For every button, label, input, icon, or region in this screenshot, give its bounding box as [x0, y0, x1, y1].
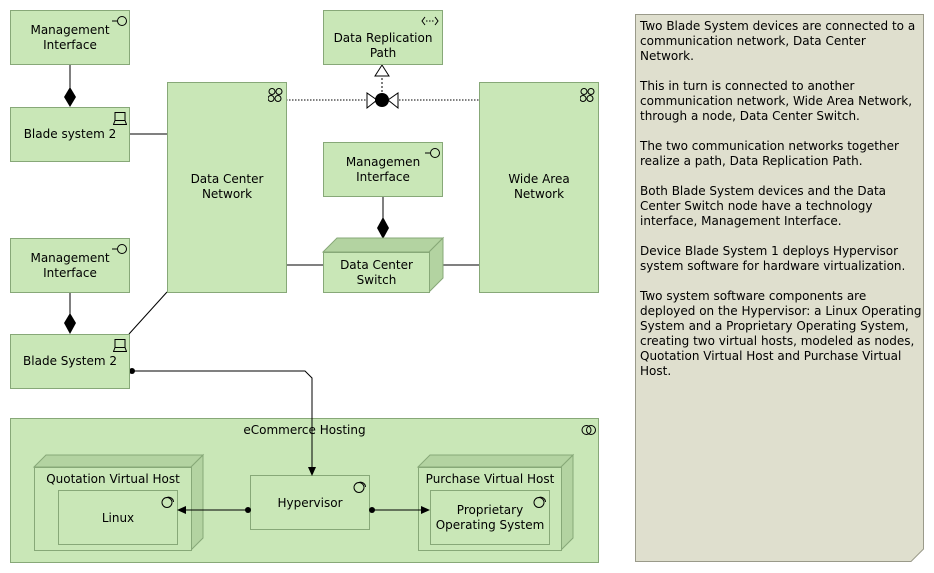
element-label-line-2: Interface: [43, 38, 97, 52]
path-icon: [421, 16, 439, 26]
association-line-blade-b-dcn[interactable]: [128, 291, 168, 335]
linux-system-software[interactable]: Linux: [58, 490, 178, 545]
element-label: Blade system 2: [23, 127, 117, 141]
data-replication-path[interactable]: Data Replication Path: [323, 10, 443, 65]
communication-network-icon: [268, 88, 283, 102]
note[interactable]: Two Blade System devices are connected t…: [635, 14, 923, 562]
communication-network-icon: [580, 88, 595, 102]
element-label-line-1: Data Replication: [333, 31, 433, 45]
element-label-line-2: Interface: [356, 170, 410, 184]
note-paragraph: Two Blade System devices are connected t…: [640, 19, 916, 63]
device-icon: [113, 112, 127, 125]
junction-left-bowtie: [366, 92, 378, 110]
element-label: Hypervisor: [277, 496, 343, 510]
note-paragraph: Two system software components are deplo…: [640, 289, 922, 378]
management-interface-1[interactable]: Management Interface: [10, 10, 130, 65]
collaboration-icon: [581, 425, 596, 435]
element-label-line-2: Interface: [43, 266, 97, 280]
interface-icon: [112, 244, 127, 254]
composition-diamond-3: [377, 217, 389, 239]
junction[interactable]: [375, 93, 389, 107]
junction-right-bowtie: [387, 92, 399, 110]
note-paragraph: The two communication networks together …: [640, 139, 899, 168]
element-label-line-1: Wide Area: [508, 172, 570, 186]
data-center-switch[interactable]: Data Center Switch: [323, 252, 430, 293]
element-label: Purchase Virtual Host: [425, 472, 555, 486]
element-label-line-2: Operating System: [435, 518, 545, 532]
wide-area-network[interactable]: Wide Area Network: [479, 82, 599, 293]
composition-diamond-2: [64, 313, 76, 334]
element-label-line-2: Network: [513, 187, 565, 201]
data-center-network[interactable]: Data Center Network: [167, 82, 287, 293]
system-software-icon: [353, 481, 366, 493]
realization-arrowhead: [374, 64, 390, 77]
interface-icon: [112, 16, 127, 26]
note-paragraph: Both Blade System devices and the Data C…: [640, 184, 887, 228]
management-interface-3[interactable]: Managemen Interface: [323, 142, 443, 197]
note-paragraph: This in turn is connected to another com…: [640, 79, 913, 123]
system-software-icon: [161, 496, 174, 508]
element-label-line-2: Network: [201, 187, 253, 201]
element-label-line-2: Path: [369, 46, 397, 60]
element-label-line-1: Proprietary: [456, 503, 524, 517]
element-label-line-1: Management: [30, 23, 110, 37]
element-label: Quotation Virtual Host: [46, 472, 180, 486]
note-text: Two Blade System devices are connected t…: [640, 19, 922, 394]
element-label-line-1: Data Center: [190, 172, 264, 186]
element-label: Linux: [101, 511, 135, 525]
blade-system-device-top[interactable]: Blade system 2: [10, 107, 130, 162]
composition-diamond-1: [64, 87, 76, 107]
interface-icon: [425, 148, 440, 158]
proprietary-os-system-software[interactable]: Proprietary Operating System: [430, 490, 550, 545]
element-label-line-1: Managemen: [345, 155, 421, 169]
element-label-line-1: Management: [30, 251, 110, 265]
blade-system-device-bottom[interactable]: Blade System 2: [10, 334, 130, 389]
element-label: eCommerce Hosting: [243, 423, 366, 437]
element-label-line-1: Data Center: [340, 258, 413, 272]
device-icon: [113, 339, 127, 352]
note-paragraph: Device Blade System 1 deploys Hypervisor…: [640, 244, 906, 273]
element-label: Blade System 2: [23, 354, 117, 368]
element-label-line-2: Switch: [356, 273, 397, 287]
hypervisor-system-software[interactable]: Hypervisor: [250, 475, 370, 530]
management-interface-2[interactable]: Management Interface: [10, 238, 130, 293]
system-software-icon: [533, 496, 546, 508]
